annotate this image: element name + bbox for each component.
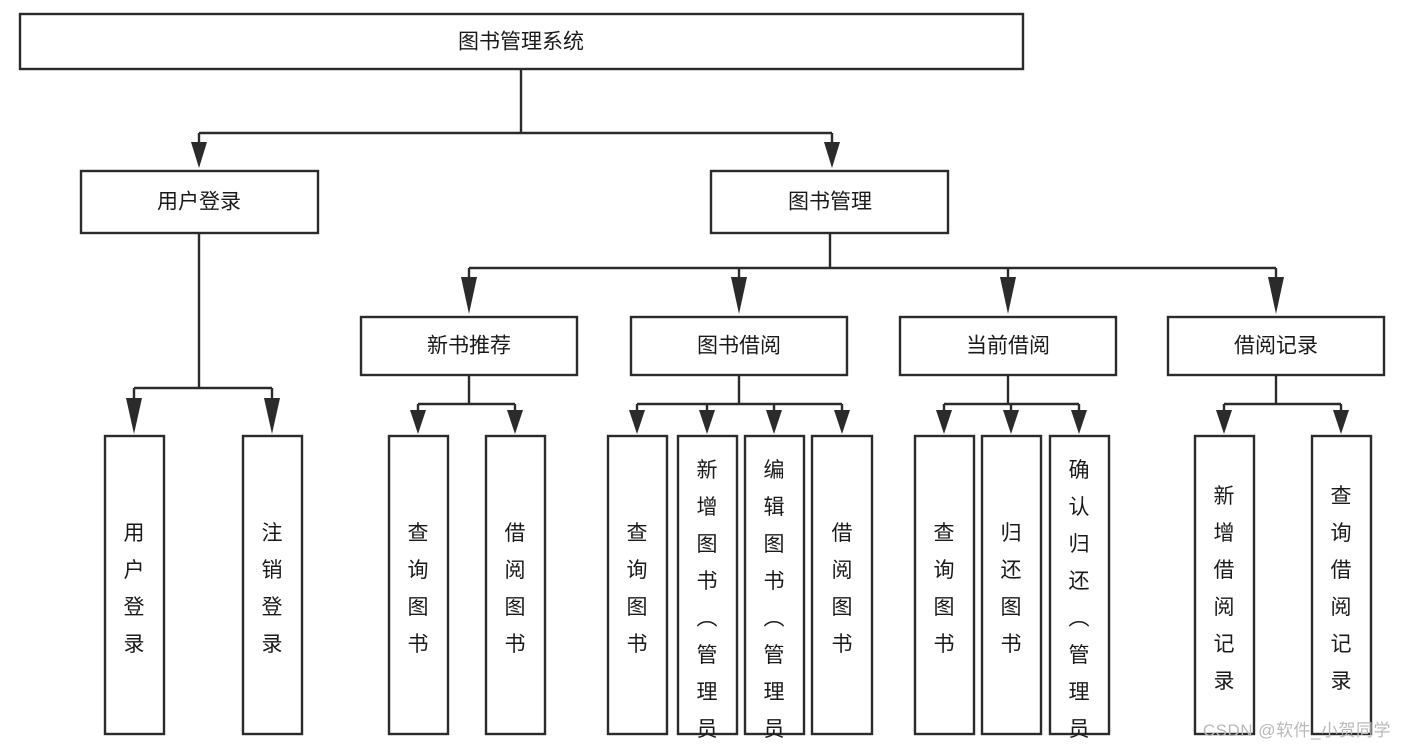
arrowhead-cb-to-leaf1	[936, 410, 952, 434]
arrowhead-ul-to-leaf1	[126, 398, 142, 434]
leaf-new-book-recommend-1-box	[484, 434, 547, 736]
connector-group-current-borrow	[936, 375, 1087, 434]
node-root-system-label: 图书管理系统	[458, 31, 584, 54]
leaf-user-login-1-label: 注销登录	[262, 522, 283, 656]
leaf-book-borrow-3-label: 借阅图书	[832, 522, 853, 656]
leaf-borrow-record-0-label: 新增借阅记录	[1214, 485, 1235, 693]
leaf-book-borrow-2-box	[743, 434, 806, 736]
leaf-book-borrow-0[interactable]: 查询图书	[606, 434, 669, 736]
leaf-borrow-record-0-box	[1193, 434, 1256, 736]
leaf-new-book-recommend-0-label: 查询图书	[408, 522, 429, 656]
leaf-current-borrow-1-label: 归还图书	[1001, 522, 1022, 656]
arrowhead-nbr-to-leaf2	[507, 410, 523, 434]
leaf-borrow-record-0[interactable]: 新增借阅记录	[1193, 434, 1256, 736]
leaf-current-borrow-0[interactable]: 查询图书	[913, 434, 976, 736]
arrowhead-bm-to-current-borrow	[1000, 277, 1016, 314]
node-user-login[interactable]: 用户登录	[79, 169, 320, 235]
node-book-manage-box	[709, 169, 950, 235]
connector-group-user-login	[126, 233, 280, 434]
node-new-book-recommend-label: 新书推荐	[427, 335, 511, 358]
leaf-new-book-recommend-0-box	[387, 434, 450, 736]
leaf-book-borrow-1-label: 新增图书︵管理员︶	[697, 459, 718, 747]
node-book-manage-label: 图书管理	[788, 191, 872, 214]
node-current-borrow-box	[898, 315, 1118, 377]
connector-group-root	[191, 69, 840, 168]
node-borrow-record[interactable]: 借阅记录	[1166, 315, 1386, 377]
arrowhead-bm-to-book-borrow	[731, 277, 747, 314]
arrowhead-cb-to-leaf3	[1071, 410, 1087, 434]
leaf-book-borrow-3-box	[810, 434, 874, 736]
leaf-borrow-record-1[interactable]: 查询借阅记录	[1310, 434, 1373, 736]
leaf-user-login-0[interactable]: 用户登录	[103, 434, 166, 736]
leaf-new-book-recommend-1-label: 借阅图书	[505, 522, 526, 656]
connector-group-book-borrow	[629, 375, 850, 434]
node-current-borrow-label: 当前借阅	[966, 335, 1050, 358]
leaf-current-borrow-2-box	[1048, 434, 1111, 736]
arrowhead-ul-to-leaf2	[264, 398, 280, 434]
leaf-book-borrow-3[interactable]: 借阅图书	[810, 434, 874, 736]
connector-group-new-book-recommend	[410, 375, 523, 434]
node-borrow-record-box	[1166, 315, 1386, 377]
leaf-book-borrow-0-box	[606, 434, 669, 736]
leaf-borrow-record-1-label: 查询借阅记录	[1331, 485, 1352, 693]
arrowhead-nbr-to-leaf1	[410, 410, 426, 434]
node-new-book-recommend-box	[359, 315, 579, 377]
leaf-book-borrow-1-box	[676, 434, 739, 736]
leaf-book-borrow-2-label: 编辑图书︵管理员︶	[764, 459, 785, 747]
leaf-current-borrow-1-box	[980, 434, 1043, 736]
leaf-user-login-1-box	[241, 434, 304, 736]
arrowhead-bb-to-leaf1	[629, 410, 645, 434]
node-current-borrow[interactable]: 当前借阅	[898, 315, 1118, 377]
arrowhead-br-to-leaf1	[1216, 410, 1232, 434]
arrowhead-bb-to-leaf3	[766, 410, 782, 434]
node-book-borrow-label: 图书借阅	[697, 335, 781, 358]
node-user-login-label: 用户登录	[157, 191, 241, 214]
leaf-new-book-recommend-0[interactable]: 查询图书	[387, 434, 450, 736]
arrowhead-root-to-book-manage	[824, 142, 840, 168]
connector-group-borrow-record	[1216, 375, 1349, 434]
node-root-system[interactable]: 图书管理系统	[18, 12, 1025, 71]
arrowhead-bb-to-leaf4	[834, 410, 850, 434]
arrowhead-cb-to-leaf2	[1003, 410, 1019, 434]
leaf-current-borrow-0-box	[913, 434, 976, 736]
leaf-user-login-1[interactable]: 注销登录	[241, 434, 304, 736]
node-borrow-record-label: 借阅记录	[1234, 335, 1318, 358]
node-user-login-box	[79, 169, 320, 235]
leaf-user-login-0-label: 用户登录	[124, 522, 145, 656]
leaf-user-login-0-box	[103, 434, 166, 736]
leaf-borrow-record-1-box	[1310, 434, 1373, 736]
leaf-current-borrow-1[interactable]: 归还图书	[980, 434, 1043, 736]
leaf-book-borrow-0-label: 查询图书	[627, 522, 648, 656]
leaf-book-borrow-2[interactable]: 编辑图书︵管理员︶	[743, 434, 806, 747]
leaf-current-borrow-0-label: 查询图书	[934, 522, 955, 656]
csdn-watermark: CSDN @软件_小贺同学	[1202, 721, 1391, 740]
leaf-current-borrow-2[interactable]: 确认归还︵管理员︶	[1048, 434, 1111, 747]
leaf-new-book-recommend-1[interactable]: 借阅图书	[484, 434, 547, 736]
node-book-borrow-box	[629, 315, 849, 377]
arrowhead-bb-to-leaf2	[699, 410, 715, 434]
node-book-manage[interactable]: 图书管理	[709, 169, 950, 235]
arrowhead-bm-to-new-book	[461, 277, 477, 314]
arrowhead-root-to-user-login	[191, 142, 207, 168]
arrowhead-br-to-leaf2	[1333, 410, 1349, 434]
leaf-book-borrow-1[interactable]: 新增图书︵管理员︶	[676, 434, 739, 747]
node-book-borrow[interactable]: 图书借阅	[629, 315, 849, 377]
node-new-book-recommend[interactable]: 新书推荐	[359, 315, 579, 377]
arrowhead-bm-to-borrow-record	[1268, 277, 1284, 314]
node-root-system-box	[18, 12, 1025, 71]
connector-group-book-manage	[461, 233, 1284, 314]
leaf-current-borrow-2-label: 确认归还︵管理员︶	[1069, 459, 1090, 747]
